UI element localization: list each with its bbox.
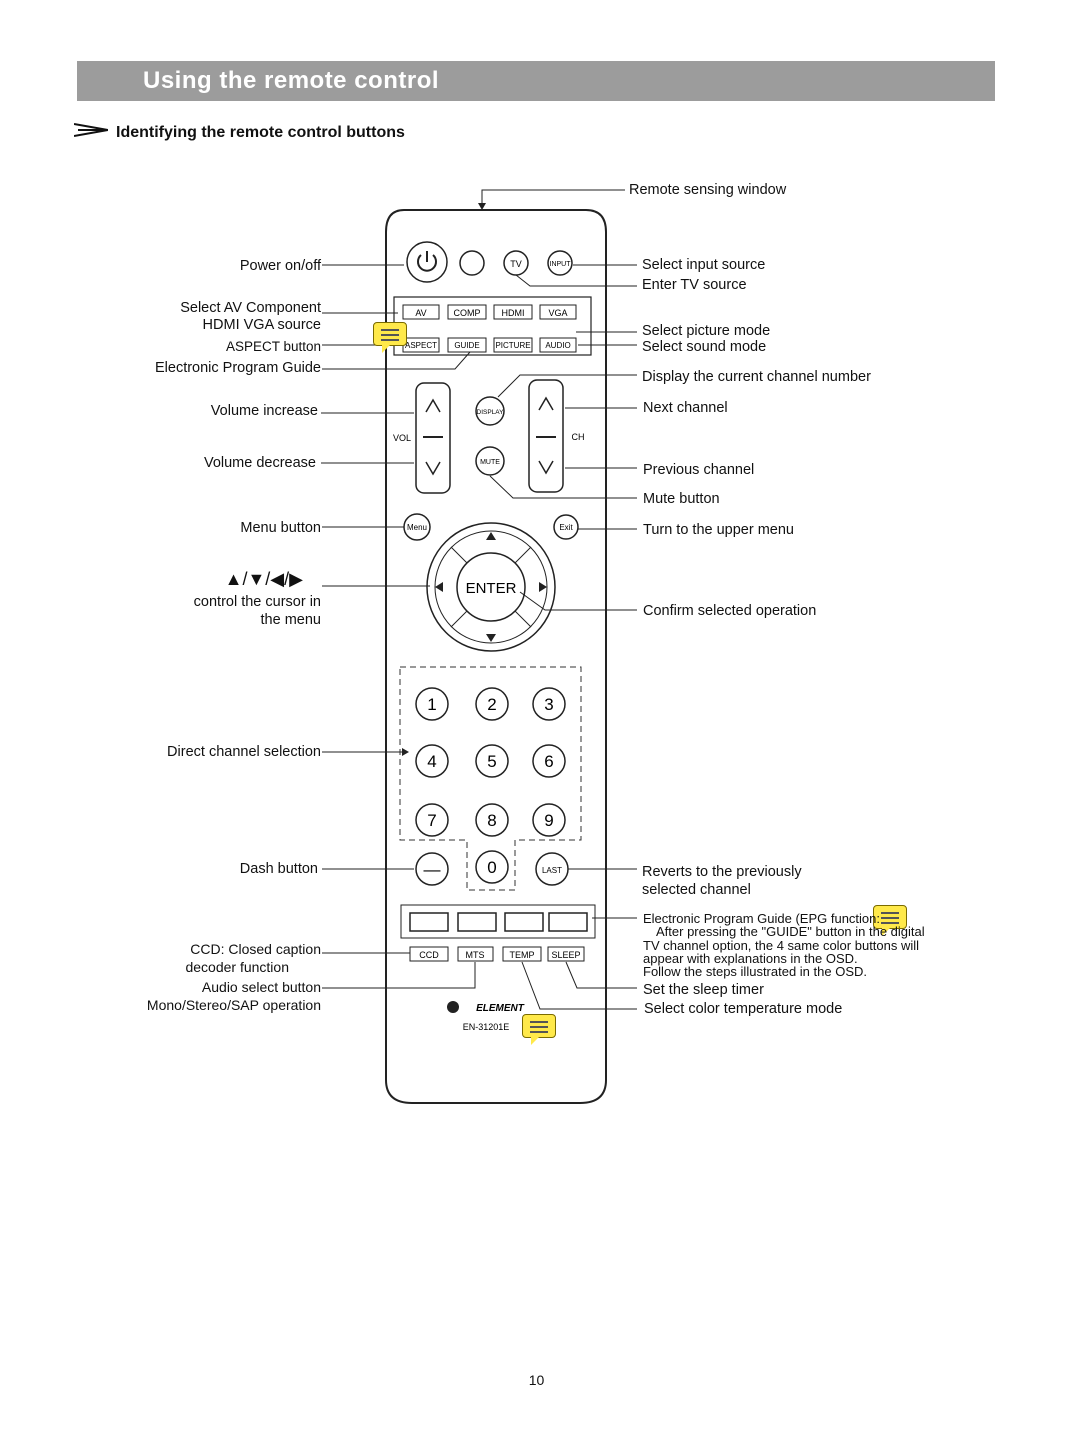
page-title: Using the remote control [143,67,440,94]
digit-8-label: 8 [487,811,496,830]
ccd-button-label: CCD [419,950,439,960]
menu-label: Menu button [240,520,321,536]
av-button-label: AV [415,308,426,318]
epg-note-4: appear with explanations in the OSD. [643,951,858,966]
tv-button-label: TV [510,259,522,269]
digit-5-label: 5 [487,752,496,771]
picture-button-label: PICTURE [495,341,530,350]
exit-label: Turn to the upper menu [643,522,794,538]
vol-up-label: Volume increase [210,403,318,419]
digit-6-label: 6 [544,752,553,771]
exit-button-label: Exit [559,523,573,532]
hdmi-button-label: HDMI [502,308,525,318]
temp-button-label: TEMP [509,950,534,960]
cursor-symbols: ▲/▼/◀/▶ [224,569,303,589]
aspect-label: ASPECT button [225,339,321,354]
temp-label: Select color temperature mode [644,1001,843,1017]
audio-label-1: Audio select button [201,979,321,995]
cursor-label-2: the menu [260,612,321,628]
note-icon[interactable] [522,1014,556,1045]
power-label: Power on/off [239,258,321,274]
menu-button-label: Menu [407,523,427,532]
last-button-label: LAST [542,866,562,875]
title-bar: Using the remote control [77,61,995,101]
av-component-label: Select AV Component [180,300,321,316]
digit-9-label: 9 [544,811,553,830]
input-label: Select input source [642,257,766,273]
direct-channel-label: Direct channel selection [167,744,321,760]
mts-button-label: MTS [466,950,485,960]
model-number: EN-31201E [463,1022,510,1032]
ccd-label-2: decoder function [185,959,289,975]
aspect-button-label: ASPECT [405,341,437,350]
digit-0-label: 0 [487,858,496,877]
next-channel-label: Next channel [643,400,728,416]
epg-label: Electronic Program Guide [154,360,321,376]
page-number: 10 [528,1372,545,1388]
brand-logo: ELEMENT [476,1003,525,1014]
confirm-label: Confirm selected operation [643,603,817,619]
display-label: Display the current channel number [642,369,871,385]
prev-channel-label: Previous channel [643,462,755,478]
cursor-label-1: control the cursor in [193,594,321,610]
audio-label-2: Mono/Stereo/SAP operation [146,997,321,1013]
digit-7-label: 7 [427,811,436,830]
hdmi-vga-label: HDMI VGA source [202,317,321,333]
vol-down-label: Volume decrease [203,455,316,471]
arrow-icon [73,123,110,142]
dash-button-label: — [424,860,441,879]
enter-button-label: ENTER [466,580,517,597]
section-title: Identifying the remote control buttons [116,124,405,141]
digit-2-label: 2 [487,695,496,714]
ccd-label-1: CCD: Closed caption [190,941,321,957]
note-icon[interactable] [873,905,907,936]
epg-note-3: TV channel option, the 4 same color butt… [643,938,920,953]
comp-button-label: COMP [454,308,481,318]
note-icon[interactable] [373,322,407,353]
section-heading: Identifying the remote control buttons [73,123,405,142]
ch-label: CH [572,432,585,442]
digit-4-label: 4 [427,752,436,771]
last-label-2: selected channel [642,882,751,898]
vol-label: VOL [393,433,411,443]
audio-button-label: AUDIO [545,341,570,350]
tv-label: Enter TV source [642,277,747,293]
digit-1-label: 1 [427,695,436,714]
display-button-label: DISPLAY [477,409,505,416]
epg-note-5: Follow the steps illustrated in the OSD. [643,964,867,979]
input-button-label: INPUT [550,261,572,268]
picture-label: Select picture mode [642,323,771,339]
epg-note-1: Electronic Program Guide (EPG function: [643,911,880,926]
last-label-1: Reverts to the previously [642,864,802,880]
mute-label: Mute button [643,491,720,507]
epg-note-2: After pressing the "GUIDE" button in the… [656,924,925,939]
mute-button-label: MUTE [480,459,500,466]
guide-button-label: GUIDE [454,341,479,350]
vga-button-label: VGA [548,308,567,318]
sleep-label: Set the sleep timer [643,982,764,998]
sound-label: Select sound mode [642,339,767,355]
digit-3-label: 3 [544,695,553,714]
sensor-label: Remote sensing window [629,182,787,198]
dash-label: Dash button [239,861,318,877]
sleep-button-label: SLEEP [551,950,580,960]
